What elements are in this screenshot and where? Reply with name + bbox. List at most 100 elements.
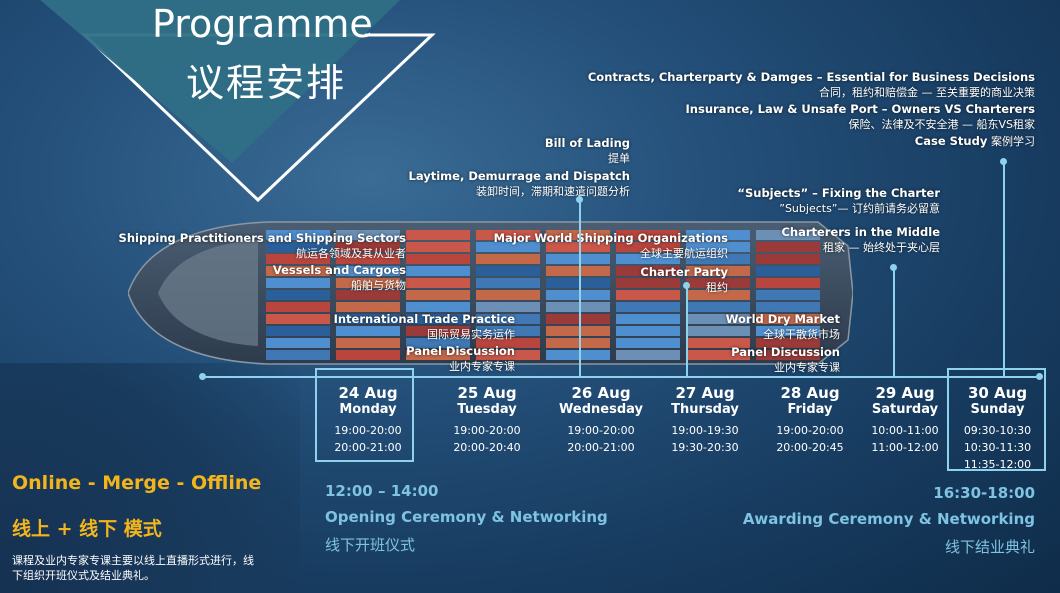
- container-block: [266, 266, 330, 276]
- container-block: [336, 302, 400, 312]
- awarding-name: Awarding Ceremony & Networking: [742, 510, 1035, 528]
- container-block: [476, 338, 540, 348]
- container-block: [546, 266, 610, 276]
- sunday-box: [947, 368, 1046, 471]
- container-block: [756, 326, 820, 336]
- container-block: [616, 350, 680, 360]
- container-block: [406, 230, 470, 240]
- connector-wednesday: [579, 198, 581, 376]
- mode-title: Online - Merge - Offline: [12, 472, 262, 494]
- container-block: [266, 278, 330, 288]
- container-block: [406, 290, 470, 300]
- connector-dot: [1000, 158, 1007, 165]
- container-block: [616, 278, 680, 288]
- container-block: [546, 314, 610, 324]
- monday-box: [315, 368, 414, 462]
- topic-contracts: Contracts, Charterparty & Damges – Essen…: [587, 70, 1035, 99]
- container-block: [336, 242, 400, 252]
- container-block: [266, 314, 330, 324]
- container-block: [406, 278, 470, 288]
- container-block: [476, 266, 540, 276]
- container-block: [616, 242, 680, 252]
- container-block: [476, 242, 540, 252]
- awarding-time: 16:30-18:00: [933, 484, 1035, 502]
- container-block: [476, 302, 540, 312]
- container-block: [336, 254, 400, 264]
- container-block: [686, 230, 750, 240]
- container-block: [336, 278, 400, 288]
- topic-subjects: “Subjects” – Fixing the Charter”Subjects…: [737, 186, 940, 215]
- container-block: [616, 290, 680, 300]
- container-block: [686, 326, 750, 336]
- opening-time: 12:00 – 14:00: [325, 482, 439, 500]
- container-block: [336, 350, 400, 360]
- container-block: [546, 350, 610, 360]
- container-block: [336, 326, 400, 336]
- topic-practitioners: Shipping Practitioners and Shipping Sect…: [118, 231, 406, 260]
- connector-dot: [683, 282, 690, 289]
- container-block: [476, 350, 540, 360]
- container-block: [616, 254, 680, 264]
- container-block: [476, 278, 540, 288]
- container-block: [406, 242, 470, 252]
- container-block: [266, 230, 330, 240]
- container-block: [546, 290, 610, 300]
- connector-dot: [890, 264, 897, 271]
- container-block: [686, 266, 750, 276]
- container-ship-image: [128, 221, 853, 365]
- container-block: [476, 314, 540, 324]
- container-block: [616, 230, 680, 240]
- container-block: [686, 242, 750, 252]
- container-block: [616, 266, 680, 276]
- container-block: [406, 338, 470, 348]
- container-block: [266, 290, 330, 300]
- container-block: [546, 278, 610, 288]
- container-block: [266, 302, 330, 312]
- title-banner: [40, 0, 436, 203]
- awarding-ceremony: 16:30-18:00 Awarding Ceremony & Networki…: [743, 484, 1035, 557]
- container-block: [266, 242, 330, 252]
- container-block: [616, 302, 680, 312]
- container-block: [616, 326, 680, 336]
- connector-thursday: [686, 284, 688, 376]
- container-block: [616, 314, 680, 324]
- container-block: [266, 326, 330, 336]
- container-block: [476, 290, 540, 300]
- container-block: [266, 254, 330, 264]
- container-block: [406, 326, 470, 336]
- container-block: [406, 266, 470, 276]
- mode-description: 课程及业内专家专课主要以线上直播形式进行，线下组织开班仪式及结业典礼。: [12, 554, 254, 582]
- programme-title-cn: 议程安排: [186, 61, 347, 105]
- container-block: [546, 302, 610, 312]
- container-block: [336, 266, 400, 276]
- container-block: [686, 290, 750, 300]
- container-block: [756, 242, 820, 252]
- container-block: [756, 254, 820, 264]
- container-block: [546, 326, 610, 336]
- container-block: [616, 338, 680, 348]
- container-block: [756, 266, 820, 276]
- container-block: [546, 242, 610, 252]
- programme-title: Programme: [152, 2, 373, 46]
- container-block: [756, 350, 820, 360]
- connector-saturday: [893, 266, 895, 376]
- container-block: [686, 302, 750, 312]
- timeline-line: [200, 376, 1040, 378]
- container-block: [266, 350, 330, 360]
- container-block: [686, 278, 750, 288]
- container-block: [756, 290, 820, 300]
